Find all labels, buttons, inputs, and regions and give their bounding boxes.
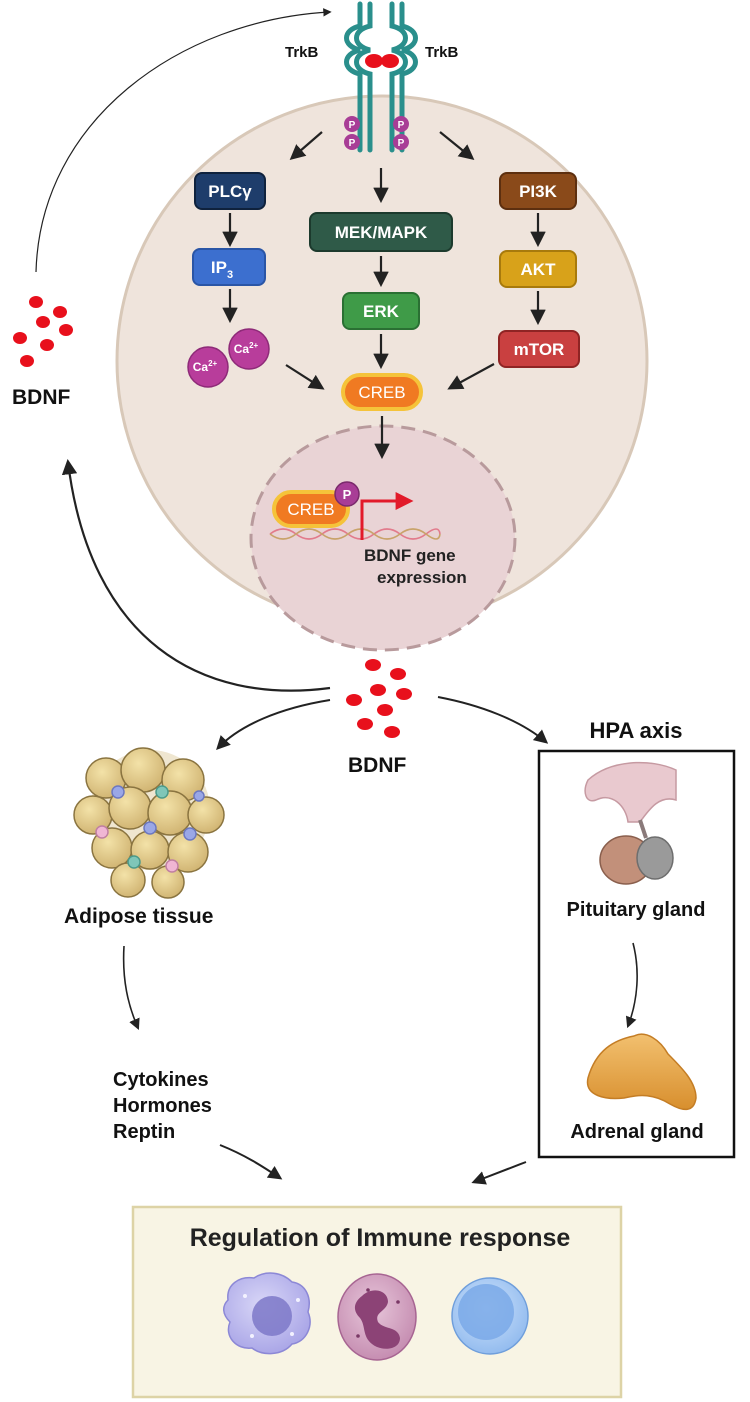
adrenal-label: Adrenal gland: [570, 1121, 703, 1143]
pituitary-gland-icon: [584, 761, 677, 885]
hpa-box: [537, 749, 736, 1159]
trkb-receptor: [344, 1, 418, 153]
bdnf-center-label: BDNF: [348, 754, 406, 777]
gene-expression-line2: expression: [377, 568, 467, 587]
macrophage-cell-icon: [223, 1272, 311, 1355]
svg-text:P: P: [398, 138, 405, 149]
mek-mapk-box: [309, 212, 453, 252]
bdnf-bound-dot: [365, 54, 383, 68]
nuclear-creb-box: [272, 490, 350, 528]
gene-expression-line1: BDNF gene: [364, 546, 456, 565]
transcription-arrow-icon: [360, 492, 414, 540]
arrow-bdnf-to-receptor: [35, 8, 332, 273]
creb-phospho-label: P: [343, 487, 352, 502]
ip3-label: IP3: [211, 258, 233, 281]
calcium-ion-2: Ca2+: [187, 346, 229, 388]
arrow-calcium-creb: [285, 364, 325, 390]
adipose-tissue-icon: [73, 747, 225, 899]
arrow-outputs-immune: [219, 1144, 283, 1180]
receptor-phospho-left: P P: [344, 116, 360, 150]
arrow-release-to-bdnf: [61, 458, 331, 692]
arrow-hpa-immune: [471, 1161, 527, 1185]
pi3k-box: [499, 172, 577, 210]
plc-gamma-box: [194, 172, 266, 210]
plc-gamma-label: PLCγ: [208, 182, 252, 201]
mtor-box: [498, 330, 580, 368]
mek-mapk-label: MEK/MAPK: [335, 223, 428, 242]
bdnf-dots-left: [13, 296, 73, 367]
akt-label: AKT: [521, 260, 557, 279]
svg-text:P: P: [349, 138, 356, 149]
adipose-output-cytokines: Cytokines: [113, 1069, 209, 1091]
arrow-mtor-creb: [447, 363, 495, 390]
svg-text:Ca2+: Ca2+: [193, 359, 218, 374]
creb-box: [341, 373, 423, 411]
adipose-output-reptin: Reptin: [113, 1121, 175, 1143]
hpa-title: HPA axis: [590, 718, 683, 743]
neutrophil-cell-icon: [337, 1273, 417, 1361]
ip3-box: [192, 248, 266, 286]
adipose-output-hormones: Hormones: [113, 1095, 212, 1117]
bdnf-left-label: BDNF: [12, 386, 70, 409]
receptor-phospho-right: P P: [393, 116, 409, 150]
pituitary-label: Pituitary gland: [567, 899, 706, 921]
arrow-to-pi3k: [439, 131, 475, 160]
svg-text:P: P: [398, 120, 405, 131]
lymphocyte-cell-icon: [451, 1277, 529, 1355]
arrow-to-adipose: [216, 699, 331, 751]
adipose-label: Adipose tissue: [64, 905, 213, 928]
akt-box: [499, 250, 577, 288]
arrow-to-plc: [289, 131, 323, 161]
creb-label: CREB: [358, 383, 405, 402]
trkb-right-label: TrkB: [425, 44, 459, 61]
erk-box: [342, 292, 420, 330]
mtor-label: mTOR: [514, 340, 565, 359]
svg-text:Ca2+: Ca2+: [234, 341, 259, 356]
immune-response-title: Regulation of Immune response: [190, 1224, 571, 1252]
calcium-ion-1: Ca2+: [228, 328, 270, 370]
pi3k-label: PI3K: [519, 182, 558, 201]
arrow-adipose-outputs: [122, 945, 140, 1031]
trkb-left-label: TrkB: [285, 44, 319, 61]
nuclear-creb-label: CREB: [287, 500, 334, 519]
svg-text:P: P: [349, 120, 356, 131]
erk-label: ERK: [363, 302, 400, 321]
adrenal-gland-icon: [586, 1033, 697, 1111]
bdnf-dots-center: [346, 659, 412, 738]
arrow-to-hpa: [437, 696, 549, 744]
arrow-pituitary-adrenal: [625, 942, 638, 1029]
bdnf-bound-dot: [381, 54, 399, 68]
creb-phospho-circle: [334, 481, 360, 507]
